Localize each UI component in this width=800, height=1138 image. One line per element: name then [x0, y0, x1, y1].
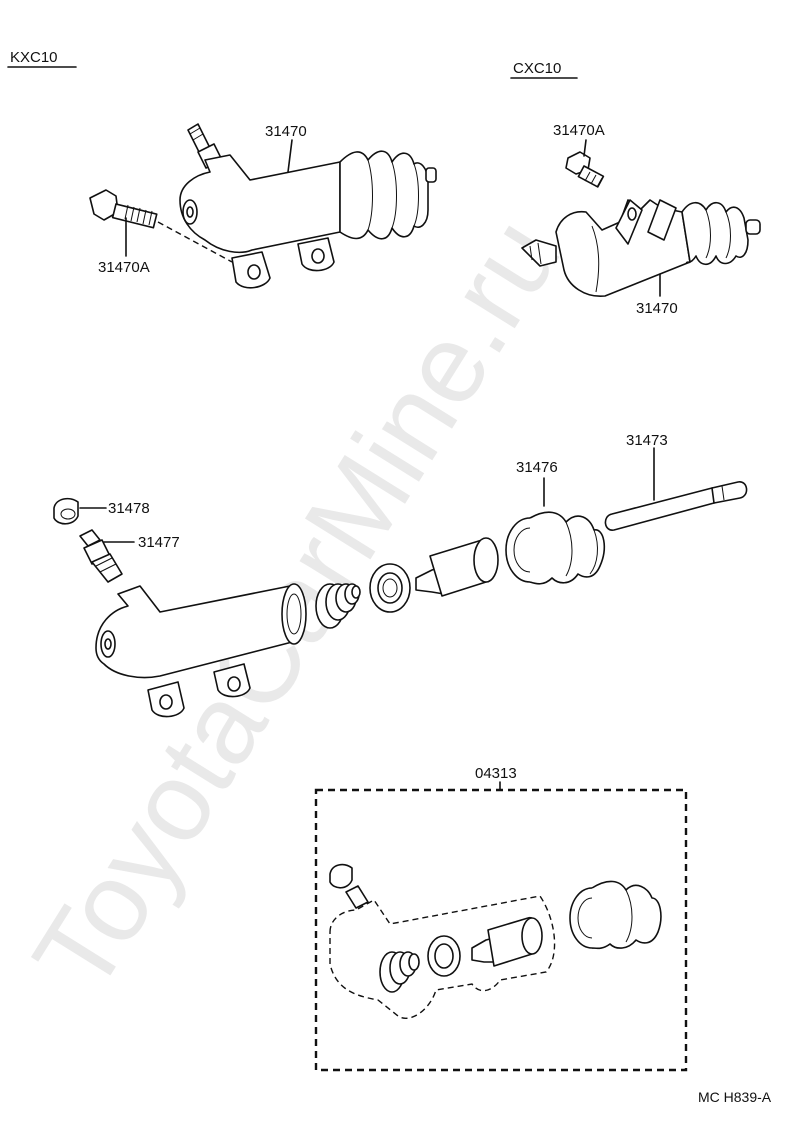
- boot-31476: [505, 511, 606, 585]
- leader-line: [287, 139, 293, 173]
- figure-code: MC H839-A: [698, 1089, 772, 1105]
- piston-cup-spring: [315, 583, 361, 629]
- section-title-kxc10: KXC10: [10, 49, 58, 66]
- part-label-cxc-31470a: 31470A: [553, 122, 605, 139]
- repair-kit-frame: [314, 788, 688, 1072]
- part-label-kxc-31470: 31470: [265, 123, 307, 140]
- leader-line: [583, 139, 587, 157]
- section-kxc10: KXC10: [7, 49, 77, 68]
- exploded-cylinder-body: [95, 583, 307, 718]
- part-label-31476: 31476: [516, 459, 558, 476]
- part-label-31477: 31477: [138, 534, 180, 551]
- section-title-cxc10: CXC10: [513, 60, 561, 77]
- part-label-04313: 04313: [475, 765, 517, 782]
- part-label-31478: 31478: [108, 500, 150, 517]
- repair-kit-contents: [329, 863, 662, 1019]
- cap-31478: [53, 497, 79, 525]
- kxc10-release-cylinder: [179, 123, 437, 289]
- part-label-kxc-31470a: 31470A: [98, 259, 150, 276]
- piston-cup: [369, 563, 411, 613]
- section-cxc10: CXC10: [510, 60, 578, 79]
- cxc10-release-cylinder: [521, 151, 761, 297]
- part-label-31473: 31473: [626, 432, 668, 449]
- push-rod-31473: [604, 481, 748, 531]
- kxc10-bolt: [89, 189, 233, 263]
- piston: [415, 537, 499, 597]
- bleeder-plug-31477: [79, 529, 123, 583]
- part-label-cxc-31470: 31470: [636, 300, 678, 317]
